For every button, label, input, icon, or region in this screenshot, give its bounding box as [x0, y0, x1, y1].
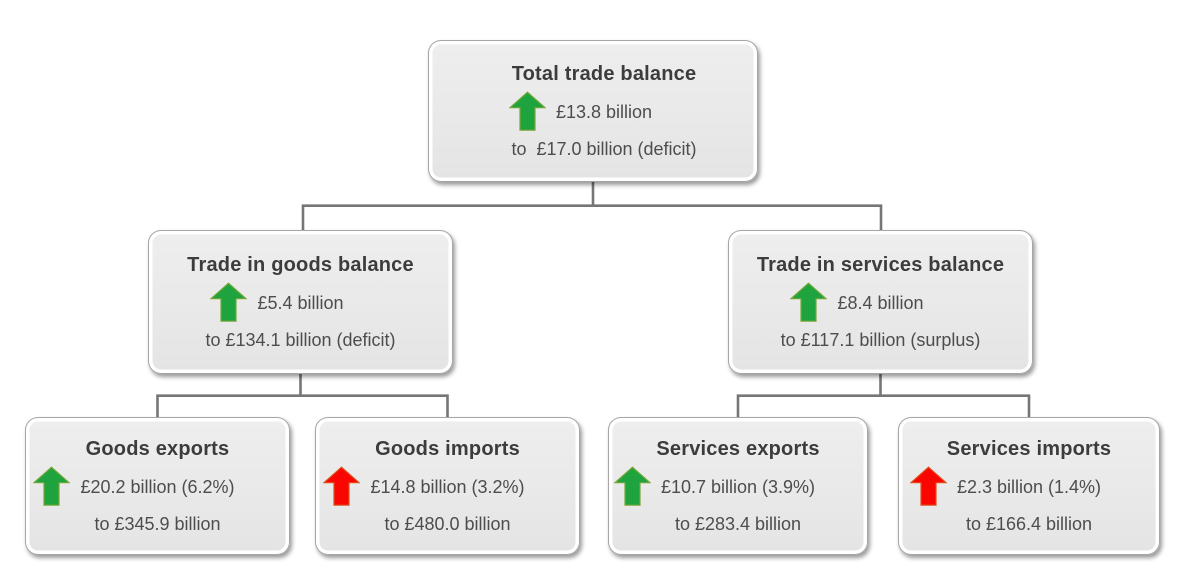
node-title: Services exports	[656, 438, 820, 460]
change-value-group: £8.4 billion	[790, 282, 924, 322]
up-arrow-icon	[323, 466, 361, 506]
total-value: to £117.1 billion (surplus)	[780, 330, 981, 350]
change-value: £5.4 billion	[257, 292, 344, 313]
change-line: £10.7 billion (3.9%)	[613, 465, 816, 509]
change-line: £20.2 billion (6.2%)	[33, 465, 235, 509]
change-value-group: £2.3 billion (1.4%)	[909, 466, 1102, 506]
node-services-exports: Services exports £10.7 billion (3.9%) to…	[608, 417, 868, 555]
up-arrow-icon	[33, 466, 71, 506]
total-value: to £345.9 billion	[94, 514, 221, 534]
node-services-imports: Services imports £2.3 billion (1.4%) to …	[898, 417, 1160, 555]
change-value: £8.4 billion	[837, 292, 924, 313]
change-line: £13.8 billion	[508, 90, 653, 134]
up-arrow-icon	[508, 91, 546, 131]
change-value-group: £20.2 billion (6.2%)	[33, 466, 235, 506]
change-line: £2.3 billion (1.4%)	[909, 465, 1102, 509]
total-value: to £134.1 billion (deficit)	[205, 330, 396, 350]
total-value: to £17.0 billion (deficit)	[511, 139, 697, 159]
connector-total-to-level2	[301, 182, 883, 231]
change-value-group: £14.8 billion (3.2%)	[323, 466, 525, 506]
change-line: £8.4 billion	[790, 281, 924, 325]
change-value: £2.3 billion (1.4%)	[956, 476, 1102, 497]
total-value: to £283.4 billion	[674, 514, 802, 534]
node-title: Goods imports	[375, 438, 520, 460]
total-value: to £480.0 billion	[384, 514, 511, 534]
node-title: Trade in services balance	[756, 254, 1005, 276]
connector-services-to-level3	[736, 374, 1031, 418]
up-arrow-icon	[613, 466, 651, 506]
connector-goods-to-level3	[156, 374, 449, 418]
node-title: Trade in goods balance	[187, 254, 414, 276]
total-value: to £166.4 billion	[965, 514, 1093, 534]
up-arrow-icon	[909, 466, 947, 506]
node-title: Total trade balance	[511, 63, 697, 85]
change-value: £13.8 billion	[555, 101, 653, 122]
change-value-group: £13.8 billion	[508, 91, 653, 131]
change-value: £14.8 billion (3.2%)	[370, 476, 525, 497]
node-title: Goods exports	[85, 438, 230, 460]
change-line: £14.8 billion (3.2%)	[323, 465, 525, 509]
up-arrow-icon	[210, 282, 248, 322]
node-trade-in-goods-balance: Trade in goods balance £5.4 billion to £…	[148, 230, 453, 374]
change-value: £10.7 billion (3.9%)	[660, 476, 816, 497]
change-value-group: £5.4 billion	[210, 282, 344, 322]
node-goods-exports: Goods exports £20.2 billion (6.2%) to £3…	[25, 417, 290, 555]
change-value-group: £10.7 billion (3.9%)	[613, 466, 816, 506]
change-value: £20.2 billion (6.2%)	[80, 476, 235, 497]
up-arrow-icon	[790, 282, 828, 322]
node-title: Services imports	[946, 438, 1112, 460]
node-goods-imports: Goods imports £14.8 billion (3.2%) to £4…	[315, 417, 580, 555]
node-total-trade-balance: Total trade balance £13.8 billion to £17…	[428, 40, 758, 182]
node-trade-in-services-balance: Trade in services balance £8.4 billion t…	[728, 230, 1033, 374]
change-line: £5.4 billion	[210, 281, 344, 325]
